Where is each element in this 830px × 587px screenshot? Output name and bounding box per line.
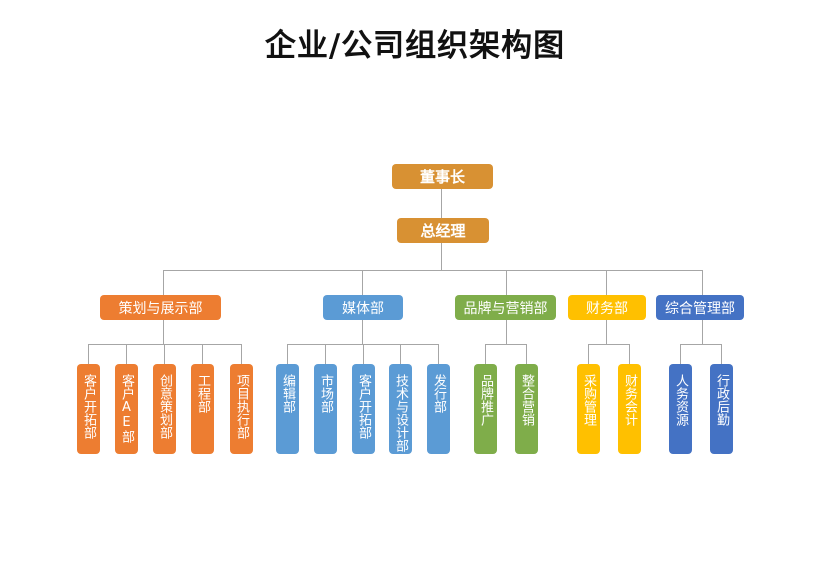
sub-node-label: 技术与设计部 bbox=[393, 374, 408, 452]
sub-node-label: 工程部 bbox=[195, 374, 210, 413]
connector bbox=[126, 344, 127, 364]
connector-sub-5 bbox=[702, 320, 703, 344]
sub-node: 工程部 bbox=[191, 364, 214, 454]
sub-node-label: 创意策划部 bbox=[157, 374, 172, 439]
sub-node-label: 采购管理 bbox=[581, 374, 596, 426]
connector-dept-4 bbox=[606, 270, 607, 295]
connector bbox=[400, 344, 401, 364]
dept-admin-node: 综合管理部 bbox=[656, 295, 744, 320]
sub-node: 人务资源 bbox=[669, 364, 692, 454]
dept-planning-node: 策划与展示部 bbox=[100, 295, 221, 320]
connector bbox=[88, 344, 89, 364]
connector-dept-2 bbox=[362, 270, 363, 295]
sub-node-label: 整合营销 bbox=[519, 374, 534, 426]
chart-title: 企业/公司组织架构图 bbox=[264, 28, 566, 64]
connector-dept-1 bbox=[163, 270, 164, 295]
sub-node: 采购管理 bbox=[577, 364, 600, 454]
connector-sub-3 bbox=[506, 320, 507, 344]
connector bbox=[629, 344, 630, 364]
connector-sub-bar-4 bbox=[588, 344, 630, 345]
sub-node-label: 发行部 bbox=[431, 374, 446, 413]
connector bbox=[721, 344, 722, 364]
dept-finance-node: 财务部 bbox=[568, 295, 646, 320]
sub-node-label: 客户AE部 bbox=[119, 374, 134, 443]
connector-sub-bar-3 bbox=[485, 344, 527, 345]
sub-node-label: 人务资源 bbox=[673, 374, 688, 426]
connector bbox=[287, 344, 288, 364]
sub-node: 创意策划部 bbox=[153, 364, 176, 454]
sub-node-label: 品牌推广 bbox=[478, 374, 493, 426]
sub-node-label: 项目执行部 bbox=[234, 374, 249, 439]
sub-node: 行政后勤 bbox=[710, 364, 733, 454]
gm-node: 总经理 bbox=[397, 218, 489, 243]
connector bbox=[680, 344, 681, 364]
connector-gm-down bbox=[441, 243, 442, 270]
connector bbox=[164, 344, 165, 364]
sub-node-label: 市场部 bbox=[318, 374, 333, 413]
sub-node: 客户AE部 bbox=[115, 364, 138, 454]
connector-dept-bar bbox=[163, 270, 703, 271]
sub-node: 技术与设计部 bbox=[389, 364, 412, 454]
connector bbox=[526, 344, 527, 364]
sub-node-label: 客户开拓部 bbox=[81, 374, 96, 439]
connector bbox=[485, 344, 486, 364]
connector bbox=[202, 344, 203, 364]
sub-node: 客户开拓部 bbox=[352, 364, 375, 454]
dept-media-node: 媒体部 bbox=[323, 295, 403, 320]
sub-node: 客户开拓部 bbox=[77, 364, 100, 454]
connector bbox=[363, 344, 364, 364]
sub-node-label: 编辑部 bbox=[280, 374, 295, 413]
connector-sub-4 bbox=[606, 320, 607, 344]
sub-node: 发行部 bbox=[427, 364, 450, 454]
connector bbox=[325, 344, 326, 364]
sub-node-label: 客户开拓部 bbox=[356, 374, 371, 439]
connector bbox=[241, 344, 242, 364]
sub-node: 财务会计 bbox=[618, 364, 641, 454]
connector-dept-5 bbox=[702, 270, 703, 295]
sub-node: 整合营销 bbox=[515, 364, 538, 454]
sub-node: 编辑部 bbox=[276, 364, 299, 454]
connector bbox=[438, 344, 439, 364]
connector-dept-3 bbox=[506, 270, 507, 295]
sub-node: 品牌推广 bbox=[474, 364, 497, 454]
connector-sub-bar-5 bbox=[680, 344, 722, 345]
chairman-node: 董事长 bbox=[392, 164, 493, 189]
sub-node: 市场部 bbox=[314, 364, 337, 454]
dept-brand-marketing-node: 品牌与营销部 bbox=[455, 295, 556, 320]
sub-node: 项目执行部 bbox=[230, 364, 253, 454]
sub-node-label: 财务会计 bbox=[622, 374, 637, 426]
connector-chairman-gm bbox=[441, 188, 442, 218]
connector-sub-2 bbox=[362, 320, 363, 344]
connector-sub-bar-2 bbox=[287, 344, 438, 345]
connector bbox=[588, 344, 589, 364]
connector-sub-1 bbox=[163, 320, 164, 344]
sub-node-label: 行政后勤 bbox=[714, 374, 729, 426]
